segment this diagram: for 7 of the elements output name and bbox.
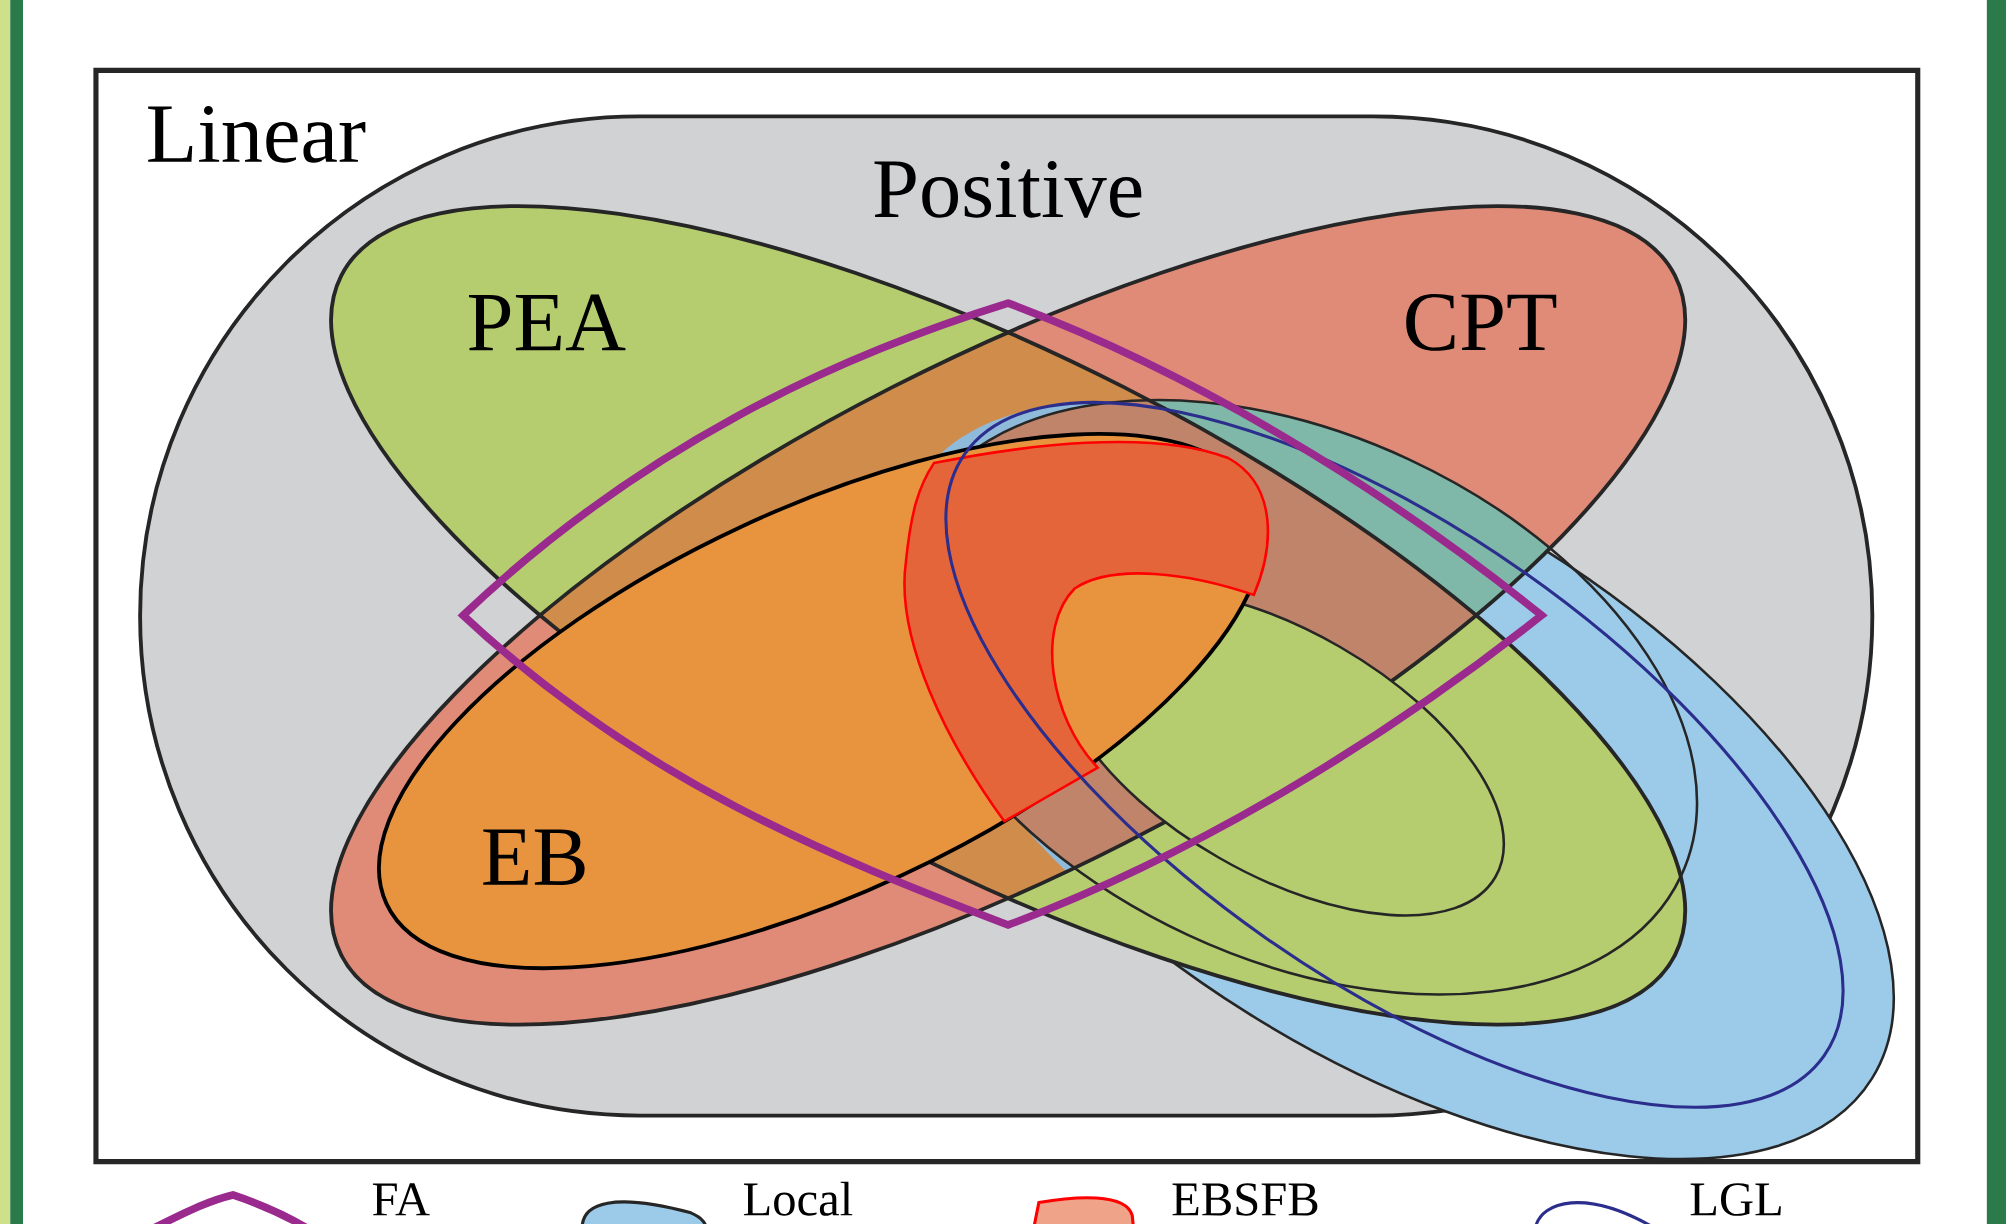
legend-text: LGL [1690, 1183, 1781, 1216]
legend-text: FA [372, 1183, 430, 1216]
legend-text: EBSFB [1172, 1183, 1318, 1216]
set-label: CPT [1406, 293, 1557, 351]
legend-text: Local [743, 1181, 853, 1216]
set-label: PEA [469, 294, 626, 351]
set-label: EB [483, 829, 585, 885]
